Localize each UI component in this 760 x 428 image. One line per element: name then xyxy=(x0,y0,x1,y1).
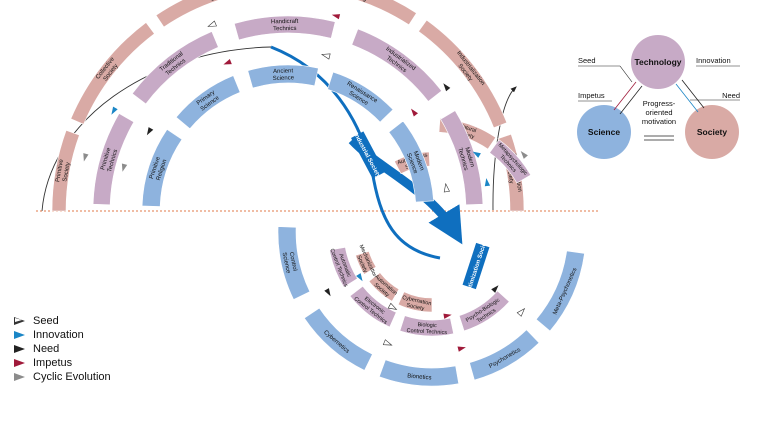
science-block-label: AncientScience xyxy=(272,68,294,82)
technology-label: Technology xyxy=(634,57,681,67)
legend-item: Need xyxy=(14,342,164,356)
relation-arrowhead xyxy=(411,108,418,117)
science-block: PrimaryScience xyxy=(175,75,241,130)
relation-arrowhead xyxy=(121,163,128,172)
band-label: Optimization Society xyxy=(462,237,490,296)
relation-arrowhead xyxy=(484,178,491,187)
society-block: PrimitiveSociety xyxy=(51,129,80,212)
society-circle xyxy=(685,105,739,159)
science-block: Cybernetics xyxy=(303,307,373,371)
relation-arrowhead xyxy=(223,59,232,65)
relation-arrowhead xyxy=(382,339,393,346)
technics-block: AutomaticControl Technics xyxy=(328,246,358,288)
legend-item: Innovation xyxy=(14,328,164,342)
relation-arrowheads xyxy=(83,14,528,352)
relation-arrowhead xyxy=(387,302,398,310)
relation-arrowhead xyxy=(356,273,363,282)
inner-cycle-arc xyxy=(492,86,517,211)
society-label: Society xyxy=(697,127,728,137)
seed-label: Seed xyxy=(578,56,596,65)
relation-arrowhead xyxy=(324,288,331,297)
society-block: CybernationSociety xyxy=(397,291,433,312)
science-block-label: ControlScience xyxy=(281,251,298,275)
center-label-line1: Progress- xyxy=(643,99,676,108)
legend-arrow-icon xyxy=(14,331,25,339)
science-block: Bionetics xyxy=(378,359,460,387)
society-block: AutomationSociety xyxy=(368,272,400,302)
band-label: Industrial Society xyxy=(351,131,385,180)
need-label: Need xyxy=(722,91,740,100)
legend-label: Innovation xyxy=(33,329,84,341)
relation-arrowhead xyxy=(472,151,481,158)
relation-arrowhead xyxy=(457,346,466,352)
legend-arrow-icon xyxy=(14,373,25,381)
technics-block-label: HandicraftTechnics xyxy=(271,19,299,32)
science-circle xyxy=(577,105,631,159)
impetus-label: Impetus xyxy=(578,91,605,100)
relation-arrowhead xyxy=(443,313,452,319)
science-block-label: Bionetics xyxy=(407,373,432,381)
technics-block: TraditionalTechnics xyxy=(131,31,219,105)
technics-block: PrimitiveTechnics xyxy=(92,113,135,206)
legend-label: Seed xyxy=(33,315,59,327)
technics-block: HandicraftTechnics xyxy=(233,15,336,41)
relation-arrowhead xyxy=(443,83,451,92)
science-block: ControlScience xyxy=(277,226,311,300)
science-block: Psychonetics xyxy=(469,329,540,381)
relation-arrowhead xyxy=(520,151,528,159)
society-block: IndustrializationSociety xyxy=(418,19,508,129)
center-label-line2: oriented xyxy=(645,108,672,117)
society-block: CollectiveSociety xyxy=(70,22,155,125)
science-label: Science xyxy=(588,127,620,137)
legend-item: Cyclic Evolution xyxy=(14,370,164,384)
legend-label: Need xyxy=(33,343,60,355)
relation-arrowhead xyxy=(321,53,331,60)
relation-arrowhead xyxy=(111,106,118,115)
relation-arrowhead xyxy=(331,14,341,20)
legend-arrow-icon xyxy=(14,317,25,325)
legend-label: Impetus xyxy=(33,357,73,369)
technics-block-label: BiologicControl Technics xyxy=(406,322,447,337)
relation-arrowhead xyxy=(207,20,217,27)
triangle-diagram: Technology Science Society Seed Innovati… xyxy=(577,35,740,159)
science-block: AncientScience xyxy=(247,64,319,89)
relation-arrowhead xyxy=(516,307,526,317)
legend-arrow-icon xyxy=(14,345,25,353)
outer-cycle-arc xyxy=(41,46,272,212)
relation-arrowhead xyxy=(443,182,450,193)
legend-label: Cyclic Evolution xyxy=(33,371,111,383)
relation-arrowhead xyxy=(146,127,154,136)
innovation-label: Innovation xyxy=(696,56,731,65)
relation-arrowhead xyxy=(491,285,499,293)
technology-circle xyxy=(631,35,685,89)
center-label-line3: motivation xyxy=(642,117,676,126)
relation-arrowhead xyxy=(83,153,89,162)
society-block-label: PrimitiveSociety xyxy=(55,158,72,184)
science-block: Meta-Psychonetics xyxy=(535,250,585,332)
legend-arrow-icon xyxy=(14,359,25,367)
technics-block: BiologicControl Technics xyxy=(399,315,454,337)
legend-item: Impetus xyxy=(14,356,164,370)
technics-block: Psycho-BiologicTechnics xyxy=(458,290,510,332)
legend-item: Seed xyxy=(14,314,164,328)
science-block: PrimitiveReligion xyxy=(141,128,183,207)
evolution-rings: PrimitiveSocietyCollectiveSocietyAgricul… xyxy=(51,0,585,387)
